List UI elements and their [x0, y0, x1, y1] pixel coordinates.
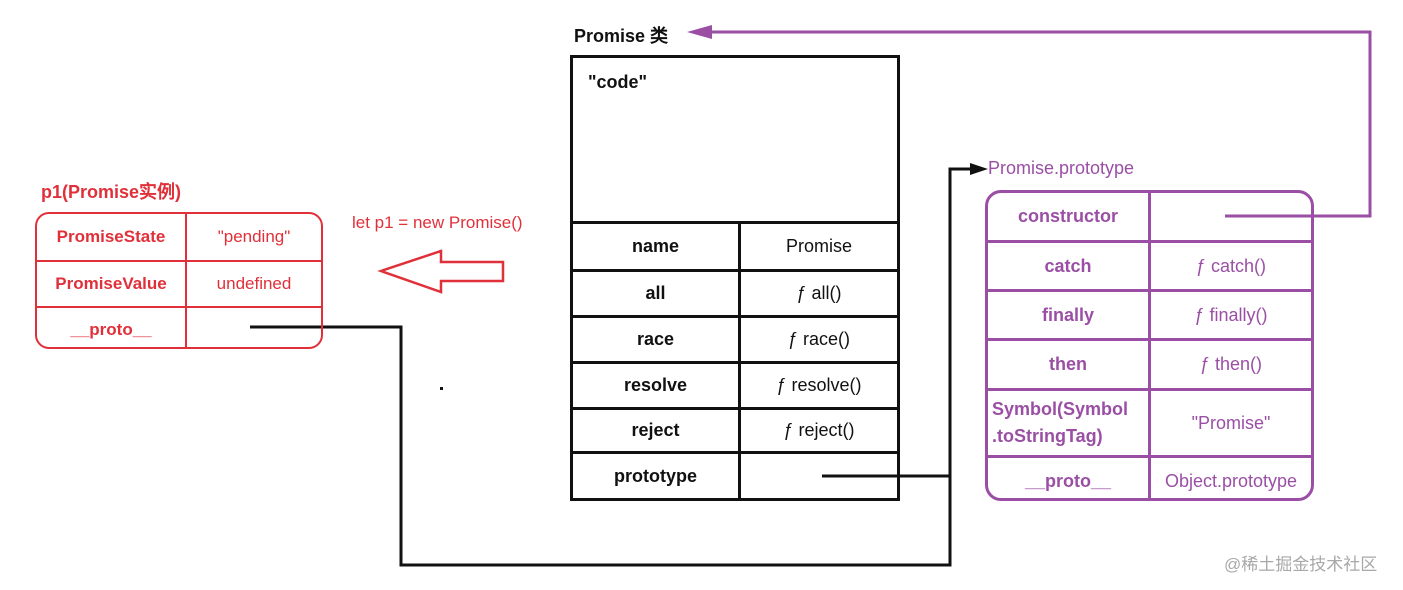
prototype-title: Promise.prototype	[988, 158, 1135, 178]
prototype-table: constructor catch ƒ catch() finally ƒ fi…	[985, 190, 1314, 501]
watermark: @稀土掘金技术社区	[1224, 555, 1378, 574]
prototype-key-line: Symbol(Symbol	[992, 399, 1129, 419]
class-row: name Promise	[573, 221, 897, 269]
class-row: all ƒ all()	[573, 269, 897, 315]
instance-row: __proto__	[37, 308, 321, 347]
instance-title: p1(Promise实例)	[41, 182, 182, 202]
prototype-value: ƒ then()	[1199, 354, 1263, 374]
class-value: ƒ all()	[796, 283, 842, 303]
stray-dot	[440, 387, 443, 390]
instance-value: undefined	[216, 274, 292, 293]
promise-class-title: Promise 类	[574, 26, 669, 46]
prototype-key-line: .toStringTag)	[992, 426, 1103, 446]
class-key: reject	[573, 410, 741, 451]
prototype-value	[1151, 193, 1311, 240]
prototype-key: __proto__	[988, 458, 1151, 498]
code-label: "code"	[588, 72, 648, 92]
prototype-key: finally	[988, 292, 1151, 338]
prototype-key: constructor	[988, 193, 1151, 240]
instance-value	[187, 308, 321, 347]
prototype-row: constructor	[988, 193, 1311, 243]
promise-class-box: "code" name Promise all ƒ all() race ƒ r…	[570, 55, 900, 501]
prototype-row: then ƒ then()	[988, 341, 1311, 391]
new-instance-arrow	[377, 249, 505, 294]
class-row: reject ƒ reject()	[573, 407, 897, 451]
class-value	[741, 454, 897, 498]
class-row: prototype	[573, 451, 897, 498]
prototype-row: finally ƒ finally()	[988, 292, 1311, 341]
class-value: Promise	[785, 236, 852, 256]
prototype-row: __proto__ Object.prototype	[988, 458, 1311, 498]
instance-key: PromiseState	[37, 214, 187, 260]
class-value: ƒ resolve()	[776, 375, 862, 395]
prototype-row: Symbol(Symbol .toStringTag) "Promise"	[988, 391, 1311, 458]
constructor-call-label: let p1 = new Promise()	[352, 213, 523, 232]
prototype-value: ƒ catch()	[1195, 255, 1267, 276]
instance-key: __proto__	[37, 308, 187, 347]
prototype-value: Object.prototype	[1164, 470, 1298, 491]
class-value: ƒ race()	[787, 329, 850, 349]
class-row: resolve ƒ resolve()	[573, 361, 897, 407]
class-key: prototype	[573, 454, 741, 498]
instance-key: PromiseValue	[37, 262, 187, 306]
proto-link-arrowhead	[970, 163, 988, 175]
prototype-value: "Promise"	[1191, 412, 1271, 433]
prototype-key: catch	[988, 243, 1151, 289]
instance-table: PromiseState "pending" PromiseValue unde…	[35, 212, 323, 349]
prototype-value: ƒ finally()	[1194, 304, 1268, 325]
class-key: resolve	[573, 364, 741, 407]
instance-row: PromiseState "pending"	[37, 214, 321, 262]
constructor-link-arrowhead	[687, 25, 712, 39]
prototype-key: then	[988, 341, 1151, 388]
class-key: name	[573, 224, 741, 269]
class-key: race	[573, 318, 741, 361]
class-value: ƒ reject()	[783, 420, 855, 440]
prototype-row: catch ƒ catch()	[988, 243, 1311, 292]
instance-value: "pending"	[217, 227, 291, 246]
class-row: race ƒ race()	[573, 315, 897, 361]
instance-row: PromiseValue undefined	[37, 262, 321, 308]
prototype-key: Symbol(Symbol .toStringTag)	[988, 391, 1151, 455]
class-key: all	[573, 272, 741, 315]
